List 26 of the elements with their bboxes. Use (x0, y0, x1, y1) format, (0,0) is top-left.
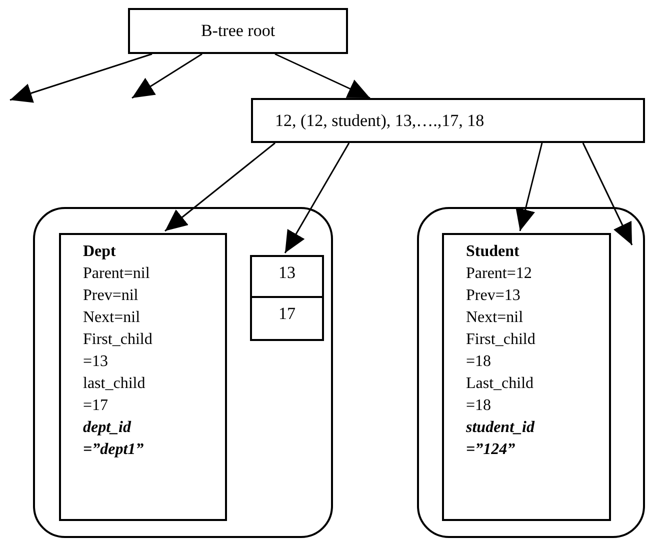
group-box (33, 207, 333, 538)
arrow (10, 53, 152, 103)
key-list-box: 12, (12, student), 13,….,17, 18 (251, 98, 645, 143)
key-cell: 13 (250, 255, 324, 298)
root-node-box: B-tree root (128, 8, 348, 54)
record-title: Dept (83, 242, 117, 262)
record-box (59, 233, 227, 521)
record-field: student_id =”124” (466, 417, 550, 461)
arrow (164, 142, 276, 232)
arrow (284, 142, 350, 254)
record-field: First_child =18 (466, 329, 550, 373)
key-cell: 17 (250, 296, 324, 341)
arrow (582, 142, 633, 246)
record-field: Next=nil (466, 307, 550, 329)
arrow (516, 142, 543, 232)
record-field: Prev=nil (83, 285, 167, 307)
record-field: Next=nil (83, 307, 167, 329)
record-field: Parent=nil (83, 263, 167, 285)
arrow (274, 53, 370, 99)
record-field: Parent=12 (466, 263, 550, 285)
record-title: Student (466, 242, 520, 262)
group-box (417, 207, 645, 538)
record-field: dept_id =”dept1” (83, 417, 167, 461)
record-box (442, 233, 611, 521)
record-field: Prev=13 (466, 285, 550, 307)
arrow (132, 53, 202, 99)
